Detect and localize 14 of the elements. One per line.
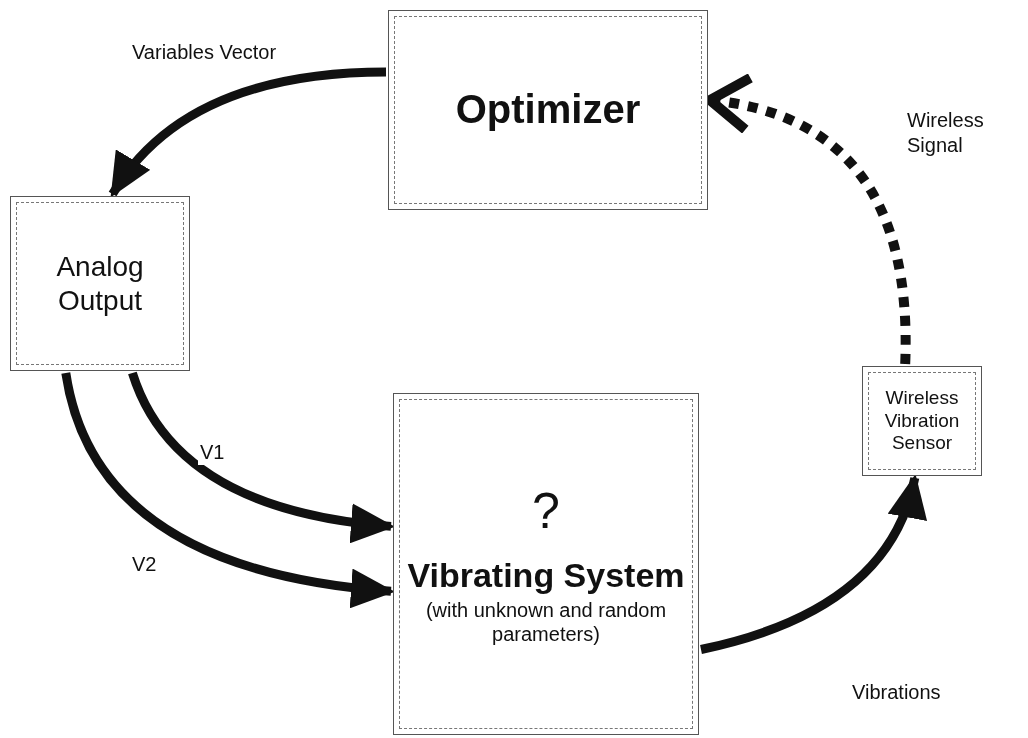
process-box (862, 366, 982, 476)
process-box (10, 196, 190, 371)
curved-arrow (61, 372, 395, 608)
box-text: Wireless Vibration Sensor (883, 387, 961, 455)
process-box (393, 393, 699, 735)
box-text: Optimizer (455, 86, 641, 134)
box-text: Vibrating System (407, 554, 685, 595)
box-text: Analog Output (55, 250, 145, 317)
curved-arrow (128, 371, 395, 543)
box-text: ? (532, 481, 560, 541)
process-box (388, 10, 708, 210)
curved-arrow (108, 67, 387, 198)
curved-arrow (699, 474, 925, 654)
box-text: (with unknown and random parameters) (424, 598, 668, 647)
